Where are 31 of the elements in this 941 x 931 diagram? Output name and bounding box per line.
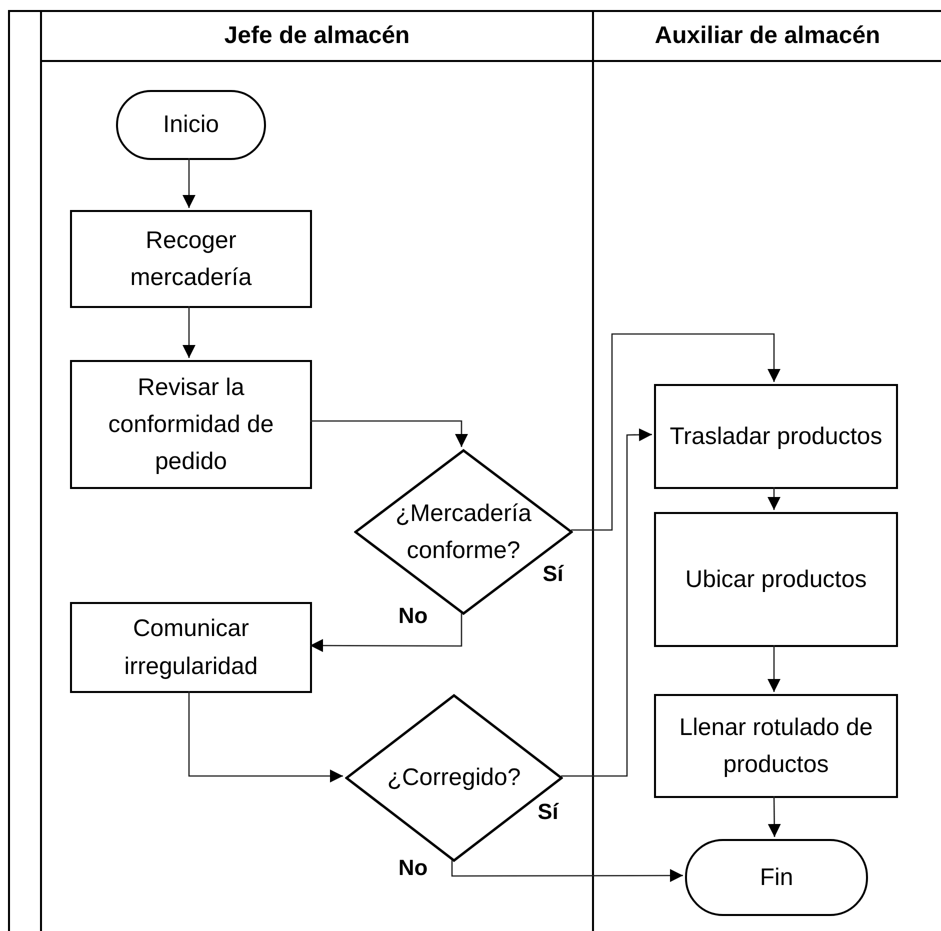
lane-header: Auxiliar de almacén [654,21,880,51]
arrow [310,613,462,652]
process-box [654,512,898,647]
process-box [654,384,898,489]
arrow [451,860,683,882]
node-label: Ubicar productos [685,564,867,595]
process-box [70,360,312,489]
arrow [182,158,196,208]
arrow [768,796,781,837]
node-label: Inicio [162,110,220,140]
process-box [70,602,312,693]
arrow [188,691,343,782]
node-label: Trasladar productos [670,422,882,452]
lane-header: Jefe de almacén [224,21,410,51]
swimlane [592,10,941,931]
arrow [768,645,780,692]
node-label: Llenar rotulado de productos [678,712,874,780]
arrow [768,487,780,510]
arrow [561,428,652,777]
swimlane [40,10,592,931]
node-label: ¿Corregido? [387,763,521,794]
node-label: Fin [760,862,794,893]
arrow [182,306,196,358]
node-label: Recoger mercadería [129,226,253,293]
process-box [70,210,312,308]
arrow [571,333,780,531]
node-label: Revisar la conformidad de pedido [107,372,275,478]
process-box [654,694,898,798]
arrow [310,420,468,447]
node-label: Comunicar irregularidad [123,614,259,682]
node-label: ¿Mercadería conforme? [394,498,533,566]
